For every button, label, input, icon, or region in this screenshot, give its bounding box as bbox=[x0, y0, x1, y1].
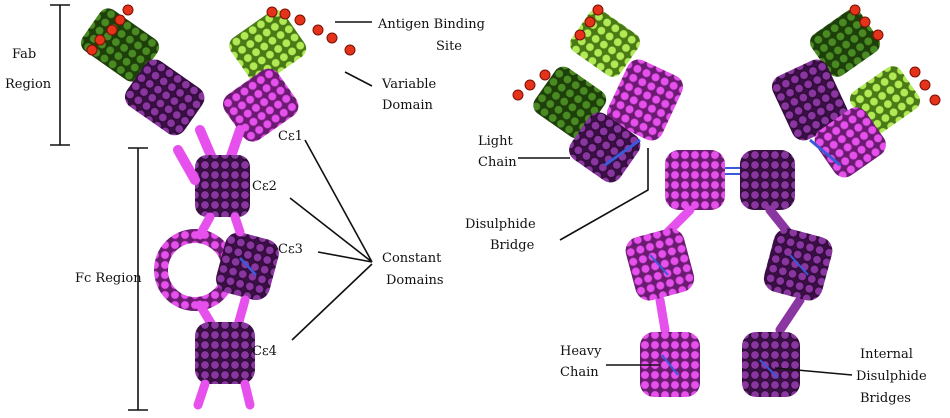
variable-domain-label: Variable bbox=[381, 77, 437, 92]
hinge-magenta bbox=[665, 150, 725, 210]
interchain-bridge bbox=[725, 167, 740, 175]
fab-region-label-2: Region bbox=[5, 77, 52, 92]
svg-text:Bridges: Bridges bbox=[860, 391, 911, 406]
svg-text:Domains: Domains bbox=[386, 273, 444, 288]
variable-domain-dark-green bbox=[80, 8, 160, 82]
disulphide-bridge-left bbox=[604, 138, 641, 167]
light-constant-left bbox=[569, 112, 641, 183]
antigen-binding-site-label: Antigen Binding bbox=[377, 17, 485, 32]
ch4-purple bbox=[742, 332, 800, 397]
svg-text:Bridge: Bridge bbox=[490, 238, 535, 253]
svg-text:Chain: Chain bbox=[478, 155, 517, 170]
ce4-domain bbox=[195, 322, 255, 384]
ce4-label: Cε4 bbox=[252, 344, 277, 359]
ce2-domain bbox=[195, 155, 250, 217]
hinge-purple bbox=[740, 150, 795, 210]
fab-region-label: Fab bbox=[12, 47, 36, 62]
fab-bracket bbox=[50, 4, 70, 146]
antigen-sites-left bbox=[86, 4, 356, 56]
heavy-constant-left bbox=[606, 59, 684, 141]
fc-bracket bbox=[128, 147, 148, 411]
light-chain-label: Light bbox=[478, 134, 513, 149]
right-antibody: Light Chain Disulphide Bridge Heavy Chai… bbox=[465, 4, 941, 406]
heavy-chain-label: Heavy bbox=[560, 344, 602, 359]
svg-text:Chain: Chain bbox=[560, 365, 599, 380]
fc-region-label: Fc Region bbox=[75, 271, 142, 286]
constant-domain-lines bbox=[289, 139, 373, 341]
ce1-label: Cε1 bbox=[278, 129, 303, 144]
svg-text:Disulphide: Disulphide bbox=[856, 369, 927, 384]
variable-domain-light-green bbox=[229, 9, 307, 85]
svg-text:Domain: Domain bbox=[382, 98, 433, 113]
ce3-label: Cε3 bbox=[278, 242, 303, 257]
constant-domains-label: Constant bbox=[382, 251, 442, 266]
svg-text:Site: Site bbox=[436, 39, 462, 54]
constant-domain-purple bbox=[124, 59, 205, 136]
constant-domain-magenta bbox=[223, 68, 299, 142]
antigen-sites-right bbox=[512, 4, 941, 106]
ce2-label: Cε2 bbox=[252, 179, 277, 194]
left-antibody: Fab Region Fc Region Antigen Binding Sit… bbox=[5, 4, 485, 411]
disulphide-bridge-label: Disulphide bbox=[465, 217, 536, 232]
left-fab-arm bbox=[80, 8, 307, 170]
internal-disulphide-bridges-label: Internal bbox=[860, 347, 913, 362]
heavy-constant-right bbox=[771, 59, 849, 141]
